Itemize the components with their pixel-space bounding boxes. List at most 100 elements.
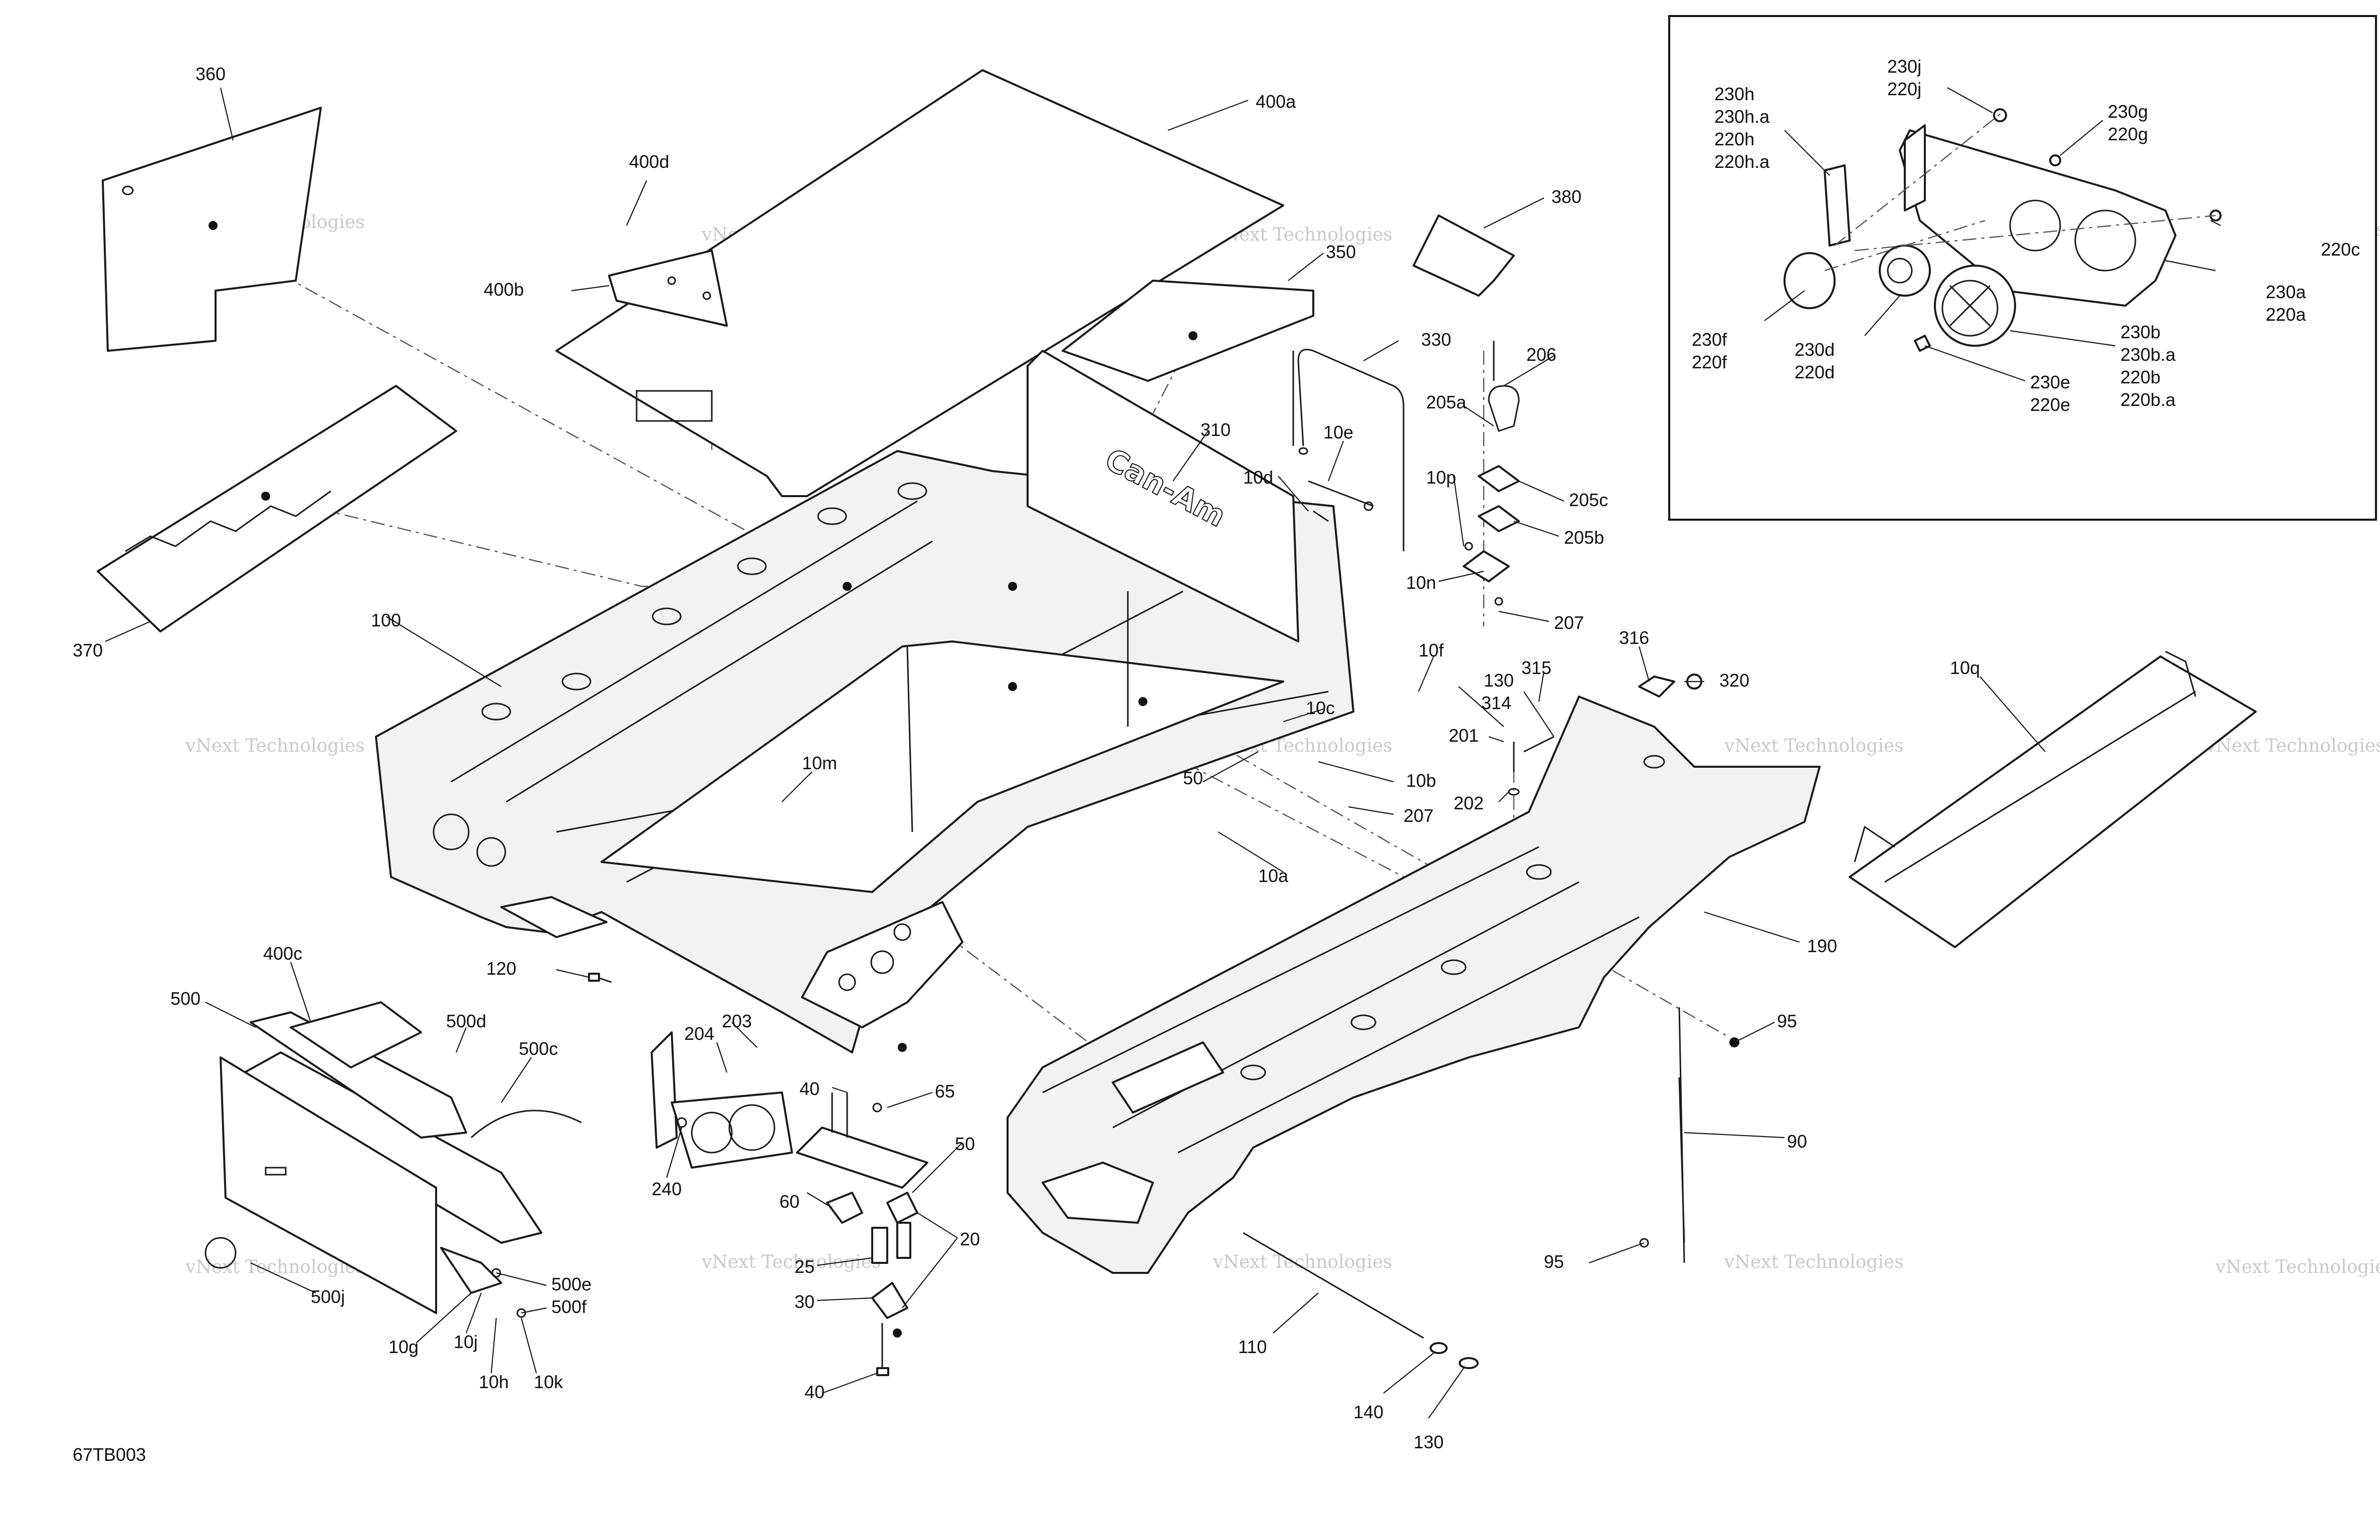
callout-206: 206	[1526, 344, 1556, 365]
callout-130: 130	[1414, 1432, 1444, 1452]
callout-315: 315	[1521, 657, 1551, 678]
callout-310: 310	[1201, 419, 1231, 440]
callout-400c: 400c	[263, 943, 302, 964]
callout-50: 50	[1183, 768, 1203, 788]
callout-220e: 220e	[2030, 394, 2070, 415]
callout-500: 500	[170, 988, 201, 1009]
callouts: 360 400a 400d 400b 350 380 330 206 205a …	[73, 64, 1980, 1452]
callout-230h: 230h	[1714, 84, 1754, 104]
callout-10m: 10m	[802, 753, 837, 773]
callout-220g: 220g	[2108, 124, 2148, 144]
watermark: vNext Technologies	[185, 736, 365, 756]
callout-190: 190	[1807, 936, 1837, 956]
callout-500d: 500d	[446, 1011, 486, 1031]
callout-330: 330	[1421, 329, 1451, 350]
callout-203: 203	[722, 1011, 752, 1031]
callout-240: 240	[652, 1179, 682, 1199]
part-330-handle	[1292, 349, 1405, 551]
callout-95: 95	[1544, 1251, 1564, 1272]
callout-230a: 230a	[2266, 282, 2306, 302]
callout-10n: 10n	[1406, 572, 1436, 593]
part-190-rear-frame	[1007, 696, 1821, 1274]
callout-220h: 220h	[1714, 129, 1754, 149]
callout-201: 201	[1449, 725, 1479, 746]
watermark: vNext Technologies	[1213, 1252, 1393, 1272]
callout-90: 90	[1787, 1131, 1807, 1152]
callout-40: 40	[800, 1078, 820, 1099]
watermark: vNext Technologies	[1724, 1252, 1904, 1272]
callout-400a: 400a	[1256, 91, 1296, 112]
callout-230f: 230f	[1692, 329, 1727, 350]
part-400b-bracket	[608, 250, 728, 327]
part-360-panel	[102, 107, 322, 352]
leader-lines	[105, 87, 2046, 1419]
callout-204: 204	[684, 1023, 714, 1044]
callout-500c: 500c	[519, 1038, 558, 1059]
callout-95: 95	[1777, 1011, 1797, 1031]
callout-230h-a: 230h.a	[1714, 106, 1770, 127]
callout-220f: 220f	[1692, 352, 1727, 372]
callout-207: 207	[1554, 612, 1584, 633]
callout-25: 25	[795, 1256, 815, 1277]
callout-10h: 10h	[479, 1372, 509, 1392]
callout-230g: 230g	[2108, 101, 2148, 122]
callout-20: 20	[960, 1229, 980, 1249]
callout-120: 120	[486, 958, 516, 979]
callout-205a: 205a	[1426, 392, 1467, 412]
callout-220d: 220d	[1795, 362, 1835, 382]
figure-id: 67TB003	[73, 1444, 146, 1465]
callout-314: 314	[1481, 693, 1511, 713]
callout-100: 100	[371, 610, 401, 630]
callout-207: 207	[1404, 805, 1434, 826]
watermark: vNext Technologies	[1724, 736, 1904, 756]
watermark: vNext Technologies	[2205, 736, 2380, 756]
callout-220a: 220a	[2266, 304, 2306, 325]
callout-400d: 400d	[629, 151, 669, 172]
callout-205b: 205b	[1564, 527, 1604, 548]
callout-10c: 10c	[1306, 698, 1335, 718]
part-10e-10d-pin	[1308, 480, 1374, 522]
callout-230b-a: 230b.a	[2120, 344, 2176, 365]
part-370-skid	[97, 385, 457, 632]
callout-130: 130	[1484, 670, 1514, 691]
callout-10q: 10q	[1950, 657, 1980, 678]
callout-65: 65	[935, 1081, 955, 1102]
watermark: vNext Technologies	[701, 1252, 881, 1272]
callout-500f: 500f	[551, 1296, 587, 1317]
callout-230d: 230d	[1795, 339, 1835, 360]
callout-380: 380	[1551, 186, 1581, 207]
part-380-cover	[1413, 214, 1515, 297]
callout-10e: 10e	[1323, 422, 1353, 443]
callout-220h-a: 220h.a	[1714, 151, 1770, 172]
callout-10b: 10b	[1406, 770, 1436, 791]
callout-50: 50	[955, 1134, 975, 1154]
part-205-latch	[1463, 341, 1520, 606]
callout-350: 350	[1326, 242, 1356, 262]
callout-10g: 10g	[388, 1337, 419, 1357]
callout-230j: 230j	[1887, 56, 1921, 77]
callout-60: 60	[779, 1191, 800, 1212]
callout-400b: 400b	[484, 279, 524, 300]
callout-202: 202	[1454, 793, 1484, 813]
part-400a-floor-panel	[555, 69, 1284, 497]
callout-10d: 10d	[1243, 467, 1273, 488]
callout-500j: 500j	[311, 1286, 345, 1307]
callout-220c: 220c	[2321, 239, 2360, 260]
inset-light-assembly: 230j 220j 230h 230h.a 220h 220h.a 230g 2…	[1668, 15, 2377, 521]
callout-316: 316	[1619, 627, 1649, 648]
callout-360: 360	[195, 64, 226, 84]
part-240-light-bracket	[651, 1031, 793, 1169]
callout-30: 30	[795, 1291, 815, 1312]
part-110-axle	[1243, 1232, 1479, 1369]
callout-230b: 230b	[2120, 322, 2160, 342]
callout-220b: 220b	[2120, 367, 2160, 387]
callout-10p: 10p	[1426, 467, 1456, 488]
part-60-mount-group	[796, 1092, 928, 1376]
callout-10j: 10j	[454, 1332, 478, 1352]
callout-220j: 220j	[1887, 79, 1921, 99]
callout-140: 140	[1353, 1402, 1383, 1422]
callout-230e: 230e	[2030, 372, 2070, 392]
part-120-bolt	[588, 973, 612, 983]
callout-10f: 10f	[1419, 640, 1444, 661]
